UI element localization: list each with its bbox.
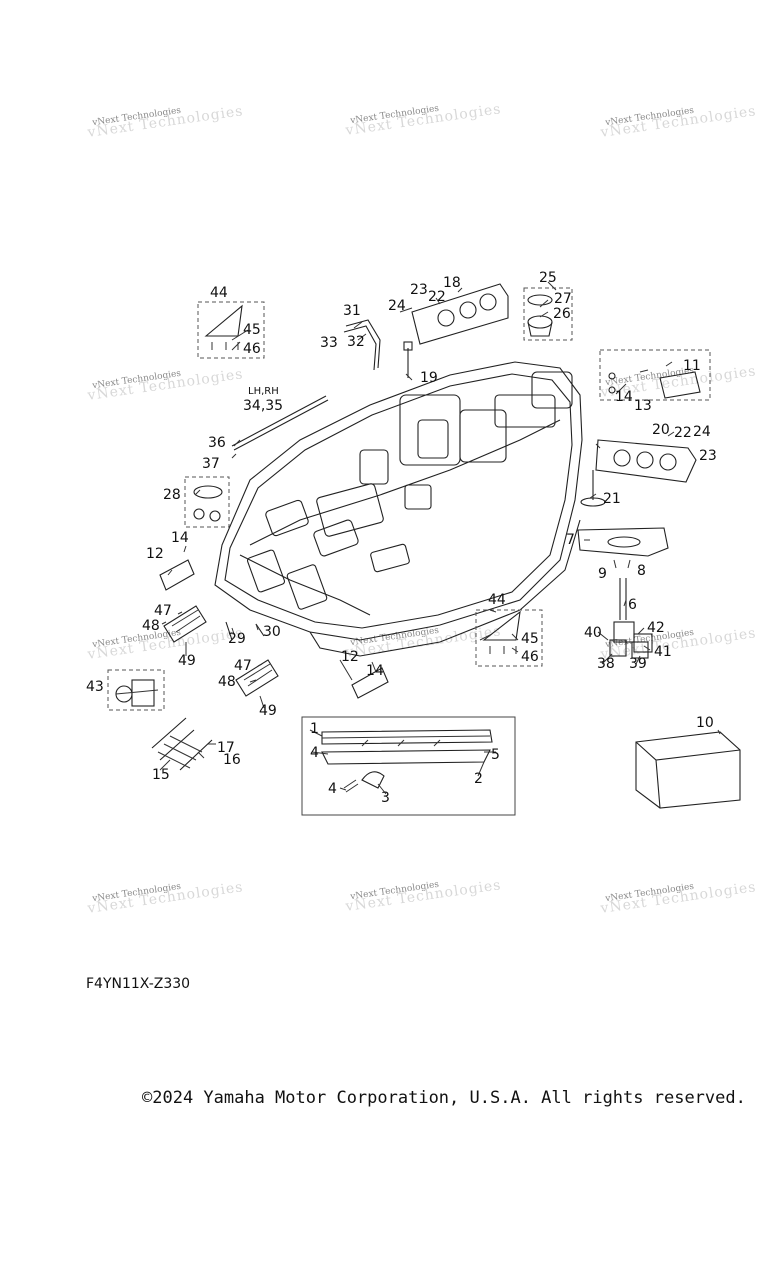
callout-40: 40 xyxy=(584,625,602,641)
callout-7: 7 xyxy=(566,532,575,548)
callout-36: 36 xyxy=(208,435,226,451)
callout-45: 45 xyxy=(243,322,261,338)
callout-5: 5 xyxy=(491,747,500,763)
callout-17: 17 xyxy=(217,740,235,756)
callout-39: 39 xyxy=(629,656,647,672)
detail-box-trim xyxy=(301,716,516,816)
callout-8: 8 xyxy=(637,563,646,579)
side-note-lh-rh: LH,RH xyxy=(248,386,279,397)
callout-49: 49 xyxy=(178,653,196,669)
callout-labels: 44 45 46 31 33 32 23 24 22 18 25 27 26 1… xyxy=(86,270,717,806)
callout-43: 43 xyxy=(86,679,104,695)
callout-12: 12 xyxy=(146,546,164,562)
group-box-11 xyxy=(599,349,711,401)
callout-48: 48 xyxy=(218,674,236,690)
callout-38: 38 xyxy=(597,656,615,672)
callout-49: 49 xyxy=(259,703,277,719)
callout-25: 25 xyxy=(539,270,557,286)
callout-16: 16 xyxy=(223,752,241,768)
callout-31: 31 xyxy=(343,303,361,319)
group-box-44-mid xyxy=(475,609,543,667)
diagram-code: F4YN11X-Z330 xyxy=(86,976,191,992)
callout-24: 24 xyxy=(388,298,406,314)
callout-29: 29 xyxy=(228,631,246,647)
callout-20: 20 xyxy=(652,422,670,438)
callout-44: 44 xyxy=(210,285,228,301)
callout-14: 14 xyxy=(615,389,633,405)
group-box-25 xyxy=(523,287,573,341)
callout-32: 32 xyxy=(347,334,365,350)
callout-15: 15 xyxy=(152,767,170,783)
callout-1: 1 xyxy=(310,721,319,737)
callout-10: 10 xyxy=(696,715,714,731)
group-box-28 xyxy=(184,476,230,528)
callout-47: 47 xyxy=(154,603,172,619)
callout-42: 42 xyxy=(647,620,665,636)
callout-21: 21 xyxy=(603,491,621,507)
callout-23: 23 xyxy=(410,282,428,298)
callout-6: 6 xyxy=(628,597,637,613)
callout-2: 2 xyxy=(474,771,483,787)
callout-37: 37 xyxy=(202,456,220,472)
callout-12: 12 xyxy=(341,649,359,665)
callout-19: 19 xyxy=(420,370,438,386)
callout-41: 41 xyxy=(654,644,672,660)
callout-23: 23 xyxy=(699,448,717,464)
callout-11: 11 xyxy=(683,358,701,374)
group-box-44-top xyxy=(197,301,265,359)
callout-46: 46 xyxy=(521,649,539,665)
boat-hull-drawing xyxy=(214,361,583,657)
callout-4: 4 xyxy=(310,745,319,761)
callout-27: 27 xyxy=(554,291,572,307)
callout-33: 33 xyxy=(320,335,338,351)
callout-24: 24 xyxy=(693,424,711,440)
callout-46: 46 xyxy=(243,341,261,357)
callout-13: 13 xyxy=(634,398,652,414)
callout-47: 47 xyxy=(234,658,252,674)
group-box-43 xyxy=(107,669,165,711)
callout-14: 14 xyxy=(366,663,384,679)
callout-30: 30 xyxy=(263,624,281,640)
callout-9: 9 xyxy=(598,566,607,582)
callout-22: 22 xyxy=(674,425,692,441)
callout-34-35: 34,35 xyxy=(243,398,283,414)
callout-14: 14 xyxy=(171,530,189,546)
callout-4: 4 xyxy=(328,781,337,797)
callout-28: 28 xyxy=(163,487,181,503)
copyright-notice: ©2024 Yamaha Motor Corporation, U.S.A. A… xyxy=(142,1088,746,1108)
callout-3: 3 xyxy=(381,790,390,806)
callout-48: 48 xyxy=(142,618,160,634)
callout-22: 22 xyxy=(428,289,446,305)
callout-44: 44 xyxy=(488,592,506,608)
callout-45: 45 xyxy=(521,631,539,647)
callout-26: 26 xyxy=(553,306,571,322)
callout-18: 18 xyxy=(443,275,461,291)
